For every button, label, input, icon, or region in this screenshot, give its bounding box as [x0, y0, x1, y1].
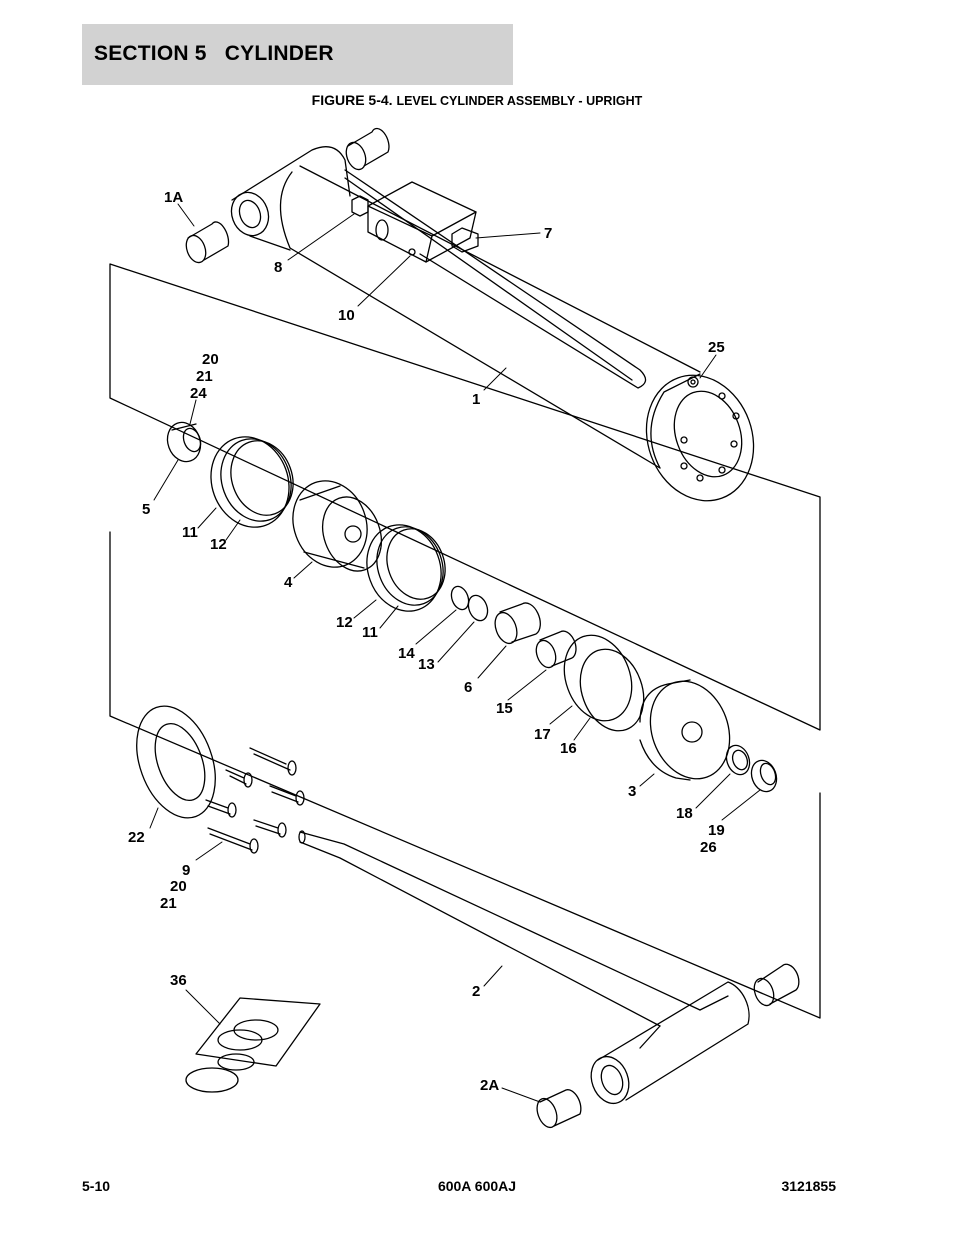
spacer-6	[494, 602, 541, 645]
callout-1: 1	[472, 391, 480, 408]
small-rings-13-14	[450, 585, 489, 622]
wiper-19	[750, 759, 778, 793]
callout-20-upper: 20	[202, 351, 219, 368]
figure-number: FIGURE 5-4.	[311, 92, 393, 108]
callout-3: 3	[628, 783, 636, 800]
explode-outline-lower	[109, 531, 821, 1019]
piston-rod-2	[298, 830, 750, 1105]
callout-5: 5	[142, 501, 150, 518]
callout-15: 15	[496, 700, 513, 717]
callout-20-lower: 20	[170, 878, 187, 895]
callout-19: 19	[708, 822, 725, 839]
callout-26: 26	[700, 839, 717, 856]
cylinder-head-3	[639, 679, 731, 781]
callout-12-lower: 12	[336, 614, 353, 631]
callout-11-lower: 11	[362, 624, 378, 641]
explode-outline-upper	[109, 263, 821, 731]
leader-lines	[149, 203, 761, 1103]
bushing-rod-eye	[753, 963, 800, 1007]
figure-caption: LEVEL CYLINDER ASSEMBLY - UPRIGHT	[396, 94, 643, 108]
bushing-2a	[536, 1089, 582, 1129]
callout-13: 13	[418, 656, 435, 673]
cylinder-barrel-1	[230, 127, 755, 502]
callout-8: 8	[274, 259, 282, 276]
callout-24: 24	[190, 385, 207, 402]
callout-10: 10	[338, 307, 355, 324]
callout-4: 4	[284, 574, 293, 591]
section-header: SECTION 5 CYLINDER	[82, 24, 513, 85]
page-number: 5-10	[82, 1178, 111, 1194]
gasket-22	[136, 705, 216, 819]
callout-18: 18	[676, 805, 693, 822]
piston-seal-rings-lower	[366, 524, 446, 612]
section-title: SECTION 5 CYLINDER	[94, 42, 334, 65]
callout-17: 17	[534, 726, 551, 743]
callout-21-lower: 21	[160, 895, 177, 912]
callout-11-upper: 11	[182, 524, 198, 541]
lock-nut-5	[166, 421, 202, 463]
callout-16: 16	[560, 740, 577, 757]
callout-7: 7	[544, 225, 552, 242]
callout-9: 9	[182, 862, 190, 879]
model-number: 600A 600AJ	[437, 1178, 517, 1194]
callout-2a: 2A	[480, 1077, 499, 1094]
piston-seal-rings-upper	[210, 436, 294, 528]
callout-36: 36	[170, 972, 187, 989]
callout-25: 25	[708, 339, 725, 356]
piston-4	[292, 480, 382, 572]
callout-labels: 1A 7 8 10 25 20 21 24 1 5 11 12 4 12 11 …	[128, 189, 725, 1094]
callout-22: 22	[128, 829, 145, 846]
seal-kit-36	[185, 997, 321, 1093]
document-number: 3121855	[781, 1178, 836, 1194]
callout-1a: 1A	[164, 189, 183, 206]
callout-6: 6	[464, 679, 472, 696]
bushing-1a	[185, 221, 230, 264]
figure-title: FIGURE 5-4. LEVEL CYLINDER ASSEMBLY - UP…	[0, 92, 954, 108]
callout-12-upper: 12	[210, 536, 227, 553]
bolts-9	[205, 747, 305, 854]
o-rings-16-17	[563, 634, 645, 732]
wear-ring-15	[535, 630, 577, 669]
callout-14: 14	[398, 645, 415, 662]
seal-18	[725, 744, 751, 776]
callout-21-upper: 21	[196, 368, 213, 385]
callout-2: 2	[472, 983, 480, 1000]
